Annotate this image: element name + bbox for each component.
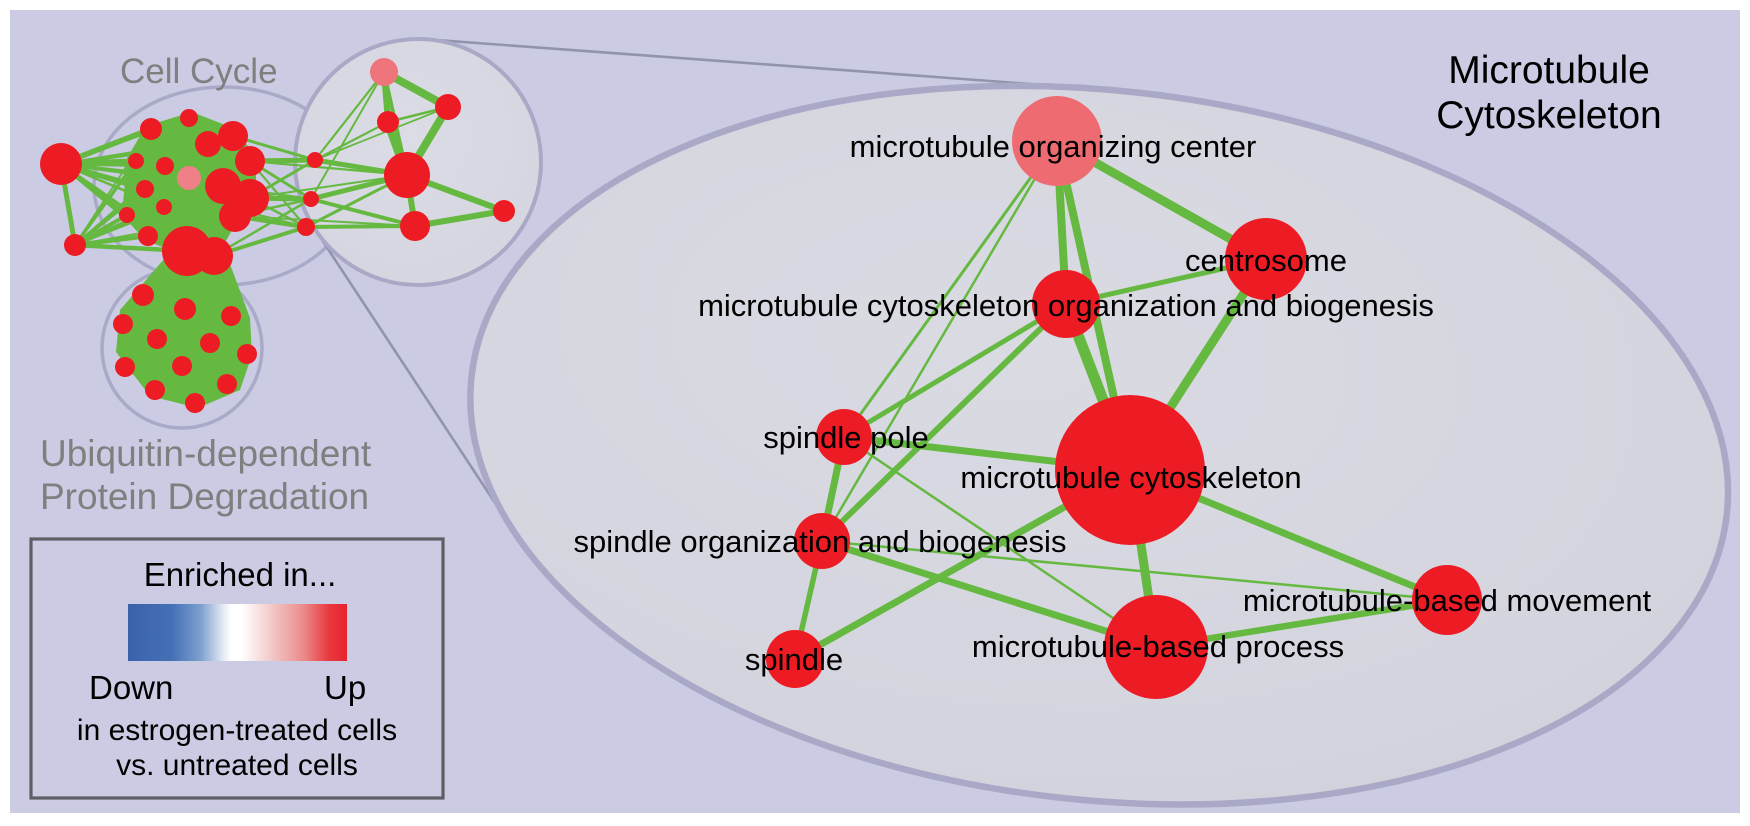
svg-text:Enriched in...: Enriched in... — [144, 556, 337, 593]
svg-text:Down: Down — [89, 669, 173, 706]
svg-text:in estrogen-treated cells: in estrogen-treated cells — [77, 714, 397, 747]
svg-text:Up: Up — [324, 669, 366, 706]
svg-text:Protein Degradation: Protein Degradation — [40, 476, 369, 517]
svg-text:centrosome: centrosome — [1185, 243, 1347, 278]
svg-text:microtubule cytoskeleton: microtubule cytoskeleton — [960, 460, 1301, 495]
svg-text:spindle pole: spindle pole — [763, 420, 928, 455]
svg-text:Cell Cycle: Cell Cycle — [120, 52, 278, 91]
svg-text:vs. untreated cells: vs. untreated cells — [116, 749, 358, 782]
svg-text:microtubule-based process: microtubule-based process — [972, 629, 1344, 664]
svg-text:Cytoskeleton: Cytoskeleton — [1436, 94, 1661, 137]
svg-text:Microtubule: Microtubule — [1448, 49, 1650, 92]
svg-text:microtubule cytoskeleton organ: microtubule cytoskeleton organization an… — [698, 288, 1434, 323]
svg-text:spindle organization and bioge: spindle organization and biogenesis — [574, 524, 1067, 559]
svg-text:microtubule organizing center: microtubule organizing center — [850, 129, 1257, 164]
svg-text:microtubule-based movement: microtubule-based movement — [1243, 583, 1652, 618]
svg-text:spindle: spindle — [745, 642, 843, 677]
svg-text:Ubiquitin-dependent: Ubiquitin-dependent — [40, 433, 372, 474]
